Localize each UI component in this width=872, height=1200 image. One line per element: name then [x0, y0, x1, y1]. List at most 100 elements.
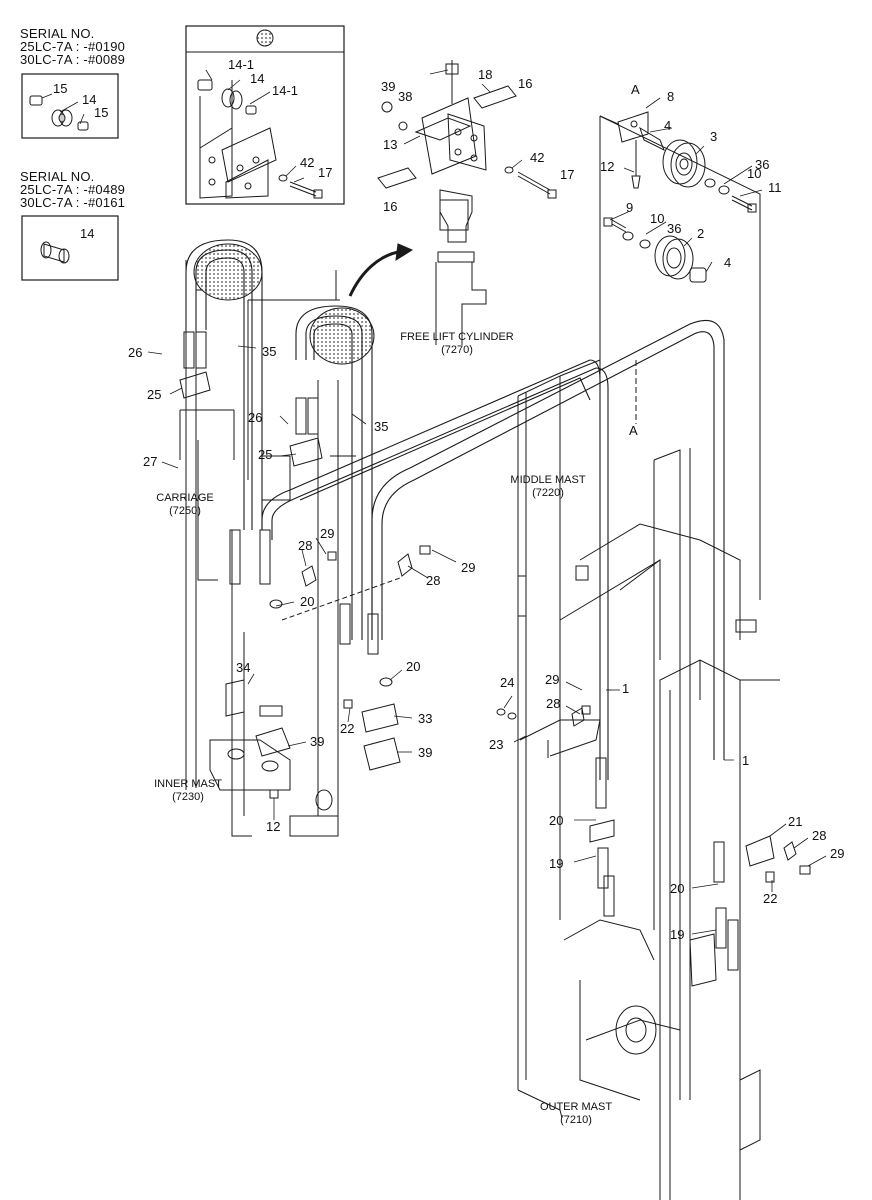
detail-box — [185, 25, 345, 205]
part-callout: 28 — [426, 573, 441, 588]
part-callout: 22 — [340, 721, 355, 736]
part-callout: 3 — [710, 129, 718, 144]
part-callout: 15 — [53, 81, 68, 96]
part-callout: 14-1 — [228, 57, 255, 72]
serial-line: 30LC-7A : -#0161 — [20, 195, 126, 210]
part-callout: 21 — [788, 814, 803, 829]
part-callout: 35 — [262, 344, 277, 359]
part-callout: 23 — [489, 737, 504, 752]
bolt-icon — [603, 178, 757, 283]
hose-fitting-icon — [183, 331, 379, 655]
part-callout: 9 — [626, 200, 634, 215]
part-callout: 39 — [381, 79, 396, 94]
section-mark: A — [629, 423, 638, 438]
part-callout: 38 — [398, 89, 413, 104]
tee-block-icon — [179, 371, 401, 771]
part-callout: 27 — [143, 454, 158, 469]
carriage-frame — [179, 262, 356, 581]
bolt-icon — [269, 545, 811, 883]
part-callout: 13 — [383, 137, 398, 152]
part-callout: 16 — [383, 199, 398, 214]
part-callout: 18 — [478, 67, 493, 82]
middle-mast-rails — [517, 115, 761, 1100]
part-callout: 42 — [530, 150, 545, 165]
hose-fitting-icon — [589, 757, 739, 987]
part-callout: 10 — [650, 211, 665, 226]
bolt-icon — [504, 166, 557, 199]
bolt-icon — [278, 174, 323, 199]
part-callout: 14 — [80, 226, 95, 241]
part-callout: 28 — [812, 828, 827, 843]
part-callout: 16 — [518, 76, 533, 91]
section-mark: A — [631, 82, 640, 97]
roller-icon — [40, 241, 70, 264]
assembly-code: (7220) — [532, 487, 564, 499]
part-callout: 19 — [670, 927, 685, 942]
part-callout: 10 — [747, 166, 762, 181]
assembly-name: OUTER MAST — [539, 1101, 613, 1113]
assembly-name: CARRIAGE — [156, 492, 214, 504]
roller-icon — [197, 79, 257, 115]
part-callout: 29 — [545, 672, 560, 687]
part-callout: 14-1 — [272, 83, 299, 98]
part-callout: 28 — [546, 696, 561, 711]
inset-box-serial-1 — [21, 73, 119, 139]
assembly-code: (7210) — [560, 1114, 592, 1126]
serial-title: SERIAL NO. — [20, 169, 95, 184]
part-callout: 2 — [697, 226, 705, 241]
part-callout: 33 — [418, 711, 433, 726]
part-callout: 1 — [622, 681, 630, 696]
part-callout: 20 — [300, 594, 315, 609]
leader-lines — [41, 69, 827, 935]
assembly-name: MIDDLE MAST — [510, 474, 586, 486]
assembly-name: FREE LIFT CYLINDER — [400, 331, 514, 343]
sheave-icon — [662, 139, 706, 188]
sheave-detail-icon — [256, 29, 274, 47]
bracket-plate-icon — [199, 80, 277, 199]
shim-icon — [377, 85, 517, 189]
outer-mast-rails — [517, 565, 780, 1200]
part-callout: 14 — [82, 92, 97, 107]
part-callout: 17 — [560, 167, 575, 182]
serial-line: 25LC-7A : -#0190 — [20, 39, 126, 54]
part-callout: 35 — [374, 419, 389, 434]
part-callout: 26 — [248, 410, 263, 425]
arrow-icon — [348, 250, 399, 297]
part-callout: 11 — [768, 180, 782, 195]
bracket-icon — [519, 719, 775, 867]
part-callout: 1 — [742, 753, 750, 768]
roller-icon — [29, 95, 89, 131]
part-callout: 25 — [258, 447, 273, 462]
part-callout: 12 — [266, 819, 281, 834]
free-lift-cylinder-icon — [414, 60, 487, 345]
part-callout: 29 — [461, 560, 476, 575]
part-callout: 20 — [670, 881, 685, 896]
part-callout: 12 — [600, 159, 615, 174]
part-callout: 29 — [830, 846, 845, 861]
part-callout: 36 — [755, 157, 770, 172]
hose-loop — [185, 239, 373, 640]
part-callout: 20 — [549, 813, 564, 828]
part-callout: 4 — [664, 118, 672, 133]
serial-line: 30LC-7A : -#0089 — [20, 52, 126, 67]
part-callout: 20 — [406, 659, 421, 674]
part-callout: 19 — [549, 856, 564, 871]
serial-title: SERIAL NO. — [20, 26, 95, 41]
assembly-name: INNER MAST — [154, 778, 222, 790]
assembly-code: (7230) — [172, 791, 204, 803]
part-callout: 24 — [500, 675, 515, 690]
assembly-code: (7250) — [169, 505, 201, 517]
part-callout: 14 — [250, 71, 265, 86]
hose-sheave-icon — [193, 243, 375, 365]
assembly-code: (7270) — [441, 344, 473, 356]
part-callout: 42 — [300, 155, 315, 170]
part-callout: 29 — [320, 526, 335, 541]
part-callout: 34 — [236, 660, 251, 675]
inset-box-serial-2 — [21, 215, 119, 281]
part-callout: 26 — [128, 345, 143, 360]
part-callout: 8 — [667, 89, 675, 104]
sheave-icon — [654, 235, 694, 280]
part-callout: 39 — [418, 745, 433, 760]
part-callout: 36 — [667, 221, 682, 236]
